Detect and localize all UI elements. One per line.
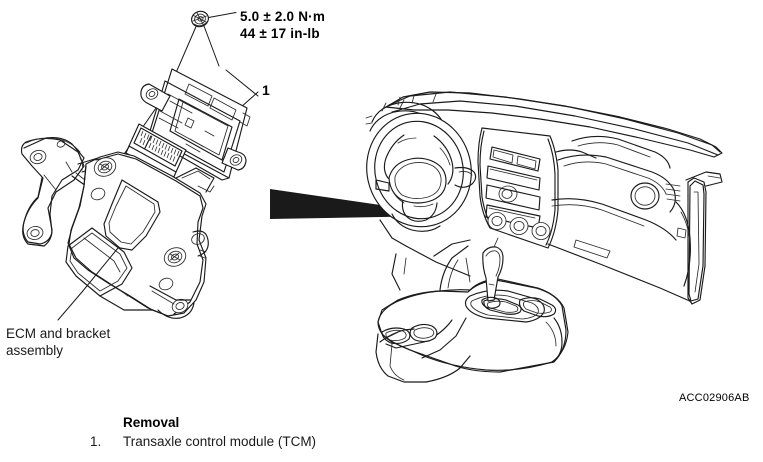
torque-specification: 5.0 ± 2.0 N·m 44 ± 17 in-lb [240, 8, 325, 42]
bolt-icon [189, 9, 210, 29]
tcm-module-illustration [126, 69, 250, 180]
ecm-label-line-1: ECM and bracket [6, 326, 111, 341]
torque-metric-value: 5.0 ± 2.0 N·m [240, 9, 326, 24]
procedure-heading: Removal [123, 415, 180, 430]
ecm-bracket-assembly-label: ECM and bracket assembly [6, 325, 110, 359]
leader-callout-1b [226, 70, 258, 96]
dashboard-illustration [355, 92, 722, 382]
ecm-bracket-illustration [22, 138, 215, 319]
ecm-label-line-2: assembly [6, 343, 64, 358]
torque-imperial-value: 44 ± 17 in-lb [240, 26, 320, 41]
procedure-step-number: 1. [90, 434, 102, 449]
leader-torque [209, 13, 237, 18]
leader-ecm-label [58, 248, 118, 320]
leader-bolt-secondary [204, 26, 219, 66]
figure-reference-code: ACC02906AB [679, 392, 750, 404]
callout-number-1: 1 [262, 82, 270, 98]
procedure-step-text: Transaxle control module (TCM) [123, 434, 317, 449]
